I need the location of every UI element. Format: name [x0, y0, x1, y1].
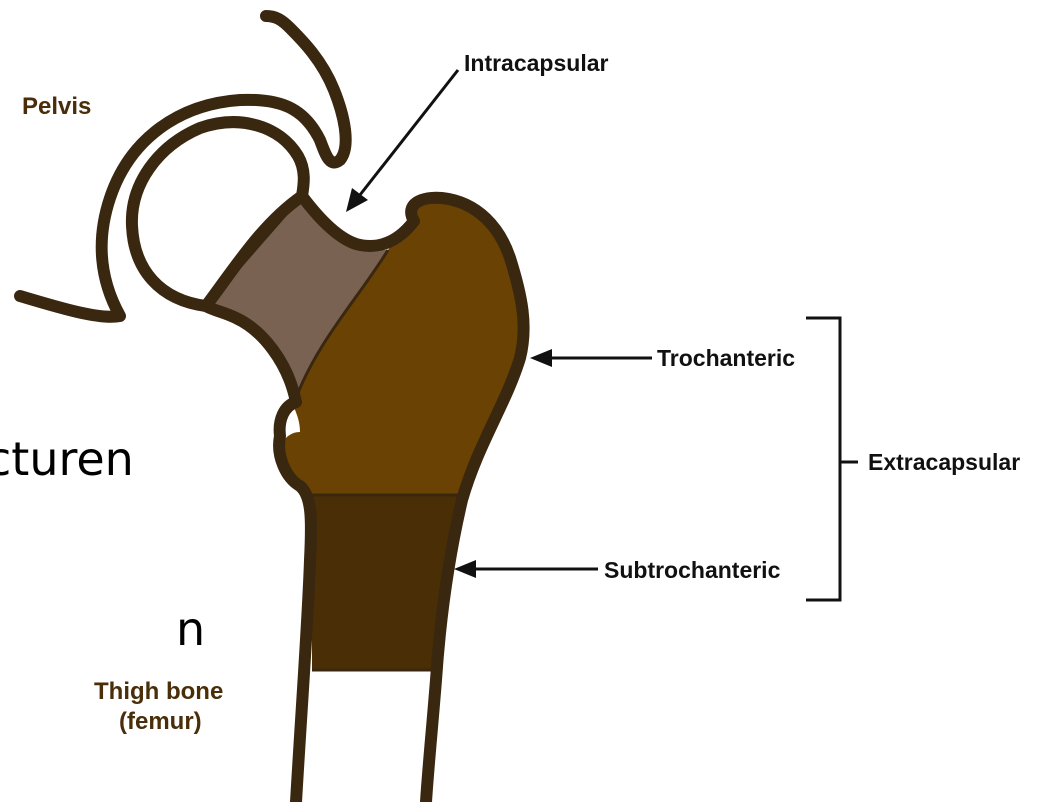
intracapsular-arrow-line	[356, 70, 458, 200]
subtrochanteric-arrowhead	[454, 560, 476, 578]
femur-label: (femur)	[119, 708, 202, 735]
intracapsular-label: Intracapsular	[464, 50, 608, 76]
thigh-bone-label: Thigh bone	[94, 678, 223, 705]
subtrochanteric-label: Subtrochanteric	[604, 557, 781, 583]
pelvis-label: Pelvis	[22, 93, 91, 120]
extracapsular-bracket	[806, 318, 840, 600]
extracapsular-label: Extracapsular	[868, 449, 1020, 475]
intracapsular-arrowhead	[346, 188, 368, 212]
trochanteric-arrowhead	[530, 349, 552, 367]
trochanteric-label: Trochanteric	[657, 345, 795, 371]
